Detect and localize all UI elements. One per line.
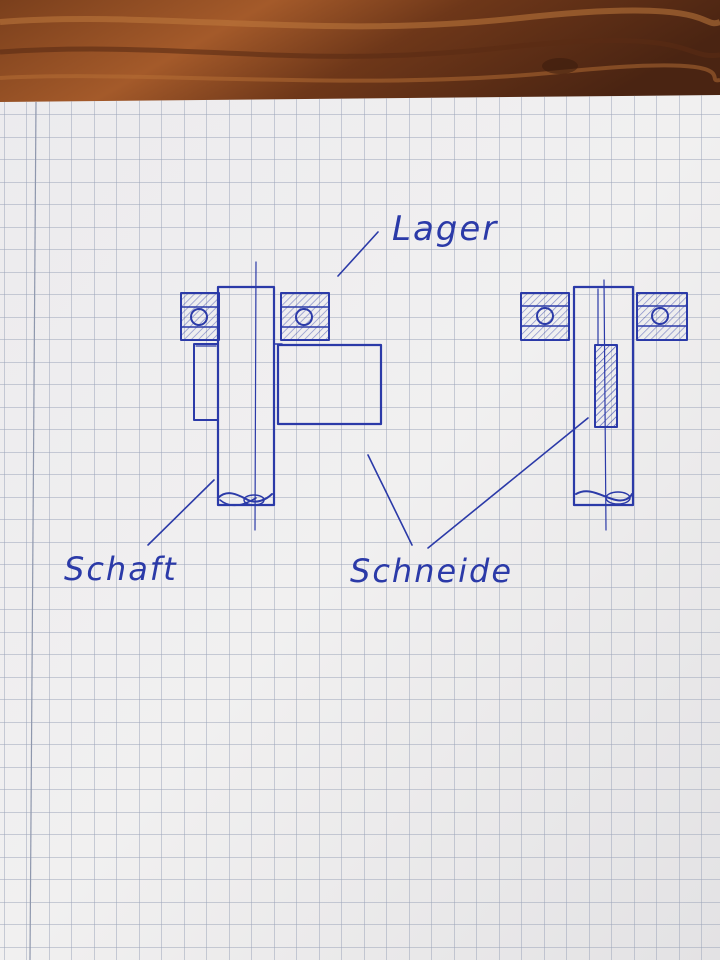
blade-section-icon [594, 288, 618, 428]
label-shaft: Schaft [64, 550, 178, 588]
graph-paper [0, 95, 720, 960]
bearing-right-icon [636, 292, 688, 341]
label-blade: Schneide [350, 552, 513, 590]
label-bearing: Lager [392, 209, 498, 249]
bearing-left-icon [520, 292, 570, 341]
leader-blade-right [427, 417, 589, 549]
bearing-right-icon [280, 292, 330, 341]
left-view-assembly [180, 261, 383, 531]
shaft-icon [572, 279, 635, 531]
labels: Lager Schaft Schneide [64, 209, 513, 590]
right-view-assembly [520, 279, 688, 531]
bearing-left-icon [180, 292, 220, 341]
leader-blade-left [367, 454, 413, 546]
shaft-icon [216, 261, 276, 531]
leader-lines [147, 231, 589, 549]
leader-bearing [337, 231, 379, 277]
collar-left-icon [193, 343, 219, 421]
leader-shaft [147, 479, 215, 546]
blade-icon [274, 343, 383, 426]
